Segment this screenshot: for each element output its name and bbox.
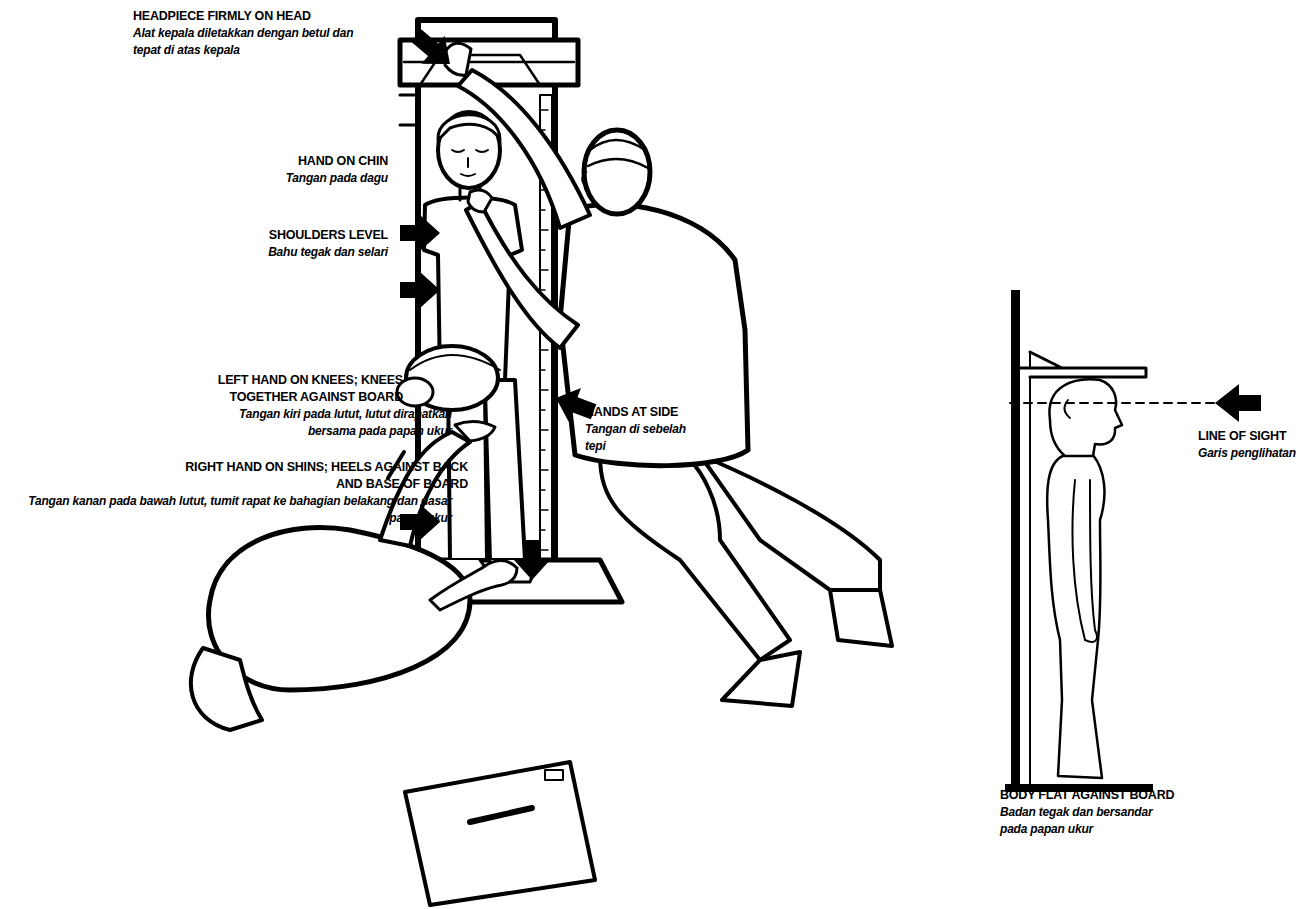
- callout-translation: Tangan pada dagu: [228, 170, 388, 187]
- callout-arrow: [405, 22, 462, 78]
- measurer-leg: [700, 455, 880, 590]
- measurer-arm: [466, 202, 578, 348]
- side-board-edge: [1029, 352, 1031, 786]
- callout-label: HEADPIECE FIRMLY ON HEAD: [133, 8, 353, 25]
- measurer-body: [560, 204, 748, 465]
- clipboard-clip: [545, 770, 563, 780]
- side-board: [1011, 290, 1020, 792]
- callout-label: HAND ON CHIN: [228, 153, 388, 170]
- person-head: [1049, 379, 1122, 456]
- callout-translation: Alat kepala diletakkan dengan betul dan …: [133, 25, 355, 59]
- assistant-body: [208, 528, 470, 690]
- callout-arrow: [400, 272, 440, 308]
- callout-translation: Tangan di sebelah tepi: [585, 421, 703, 455]
- callout-label: SHOULDERS LEVEL: [228, 227, 388, 244]
- clipboard: [405, 762, 595, 905]
- measurer-arm: [458, 70, 590, 228]
- callout-label: HANDS AT SIDE: [585, 404, 735, 421]
- measurer-hand: [468, 190, 492, 212]
- person-body: [1047, 455, 1104, 778]
- pencil: [470, 808, 532, 822]
- side-headpiece: [1020, 352, 1146, 377]
- child-face: [452, 150, 488, 176]
- callout-arrow: [514, 540, 550, 580]
- assistant-hand: [455, 421, 495, 441]
- child-head: [438, 112, 500, 188]
- measurer-hair: [582, 140, 648, 188]
- cap-seam: [410, 355, 500, 370]
- callout-label: LINE OF SIGHT: [1198, 428, 1308, 445]
- measurer-shoe: [830, 590, 892, 646]
- assistant-boot: [191, 648, 262, 730]
- callout-translation: Bahu tegak dan selari: [208, 244, 388, 261]
- callout-translation: Tangan kiri pada lutut, lutut dirapatkan…: [190, 406, 452, 440]
- callout-arrow: [1215, 384, 1261, 422]
- callout-arrow: [550, 381, 600, 429]
- sight-line: [1010, 402, 1215, 404]
- measurer-head: [584, 130, 650, 214]
- child-hair: [438, 115, 500, 140]
- callout-label: BODY FLAT AGAINST BOARD: [1000, 787, 1200, 804]
- callout-label: LEFT HAND ON KNEES; KNEES TOGETHER AGAIN…: [175, 372, 403, 406]
- assistant-hand: [430, 561, 517, 611]
- person-arm: [1072, 480, 1096, 642]
- callout-translation: Tangan kanan pada bawah lutut, tumit rap…: [7, 493, 452, 527]
- callout-translation: Garis penglihatan: [1198, 445, 1308, 462]
- measurer-shoe: [722, 652, 800, 706]
- board-bracket: [400, 95, 418, 125]
- callout-label: RIGHT HAND ON SHINS; HEELS AGAINST BACK …: [170, 459, 468, 493]
- callout-translation: Badan tegak dan bersandar pada papan uku…: [1000, 804, 1165, 838]
- callout-arrow: [400, 215, 440, 251]
